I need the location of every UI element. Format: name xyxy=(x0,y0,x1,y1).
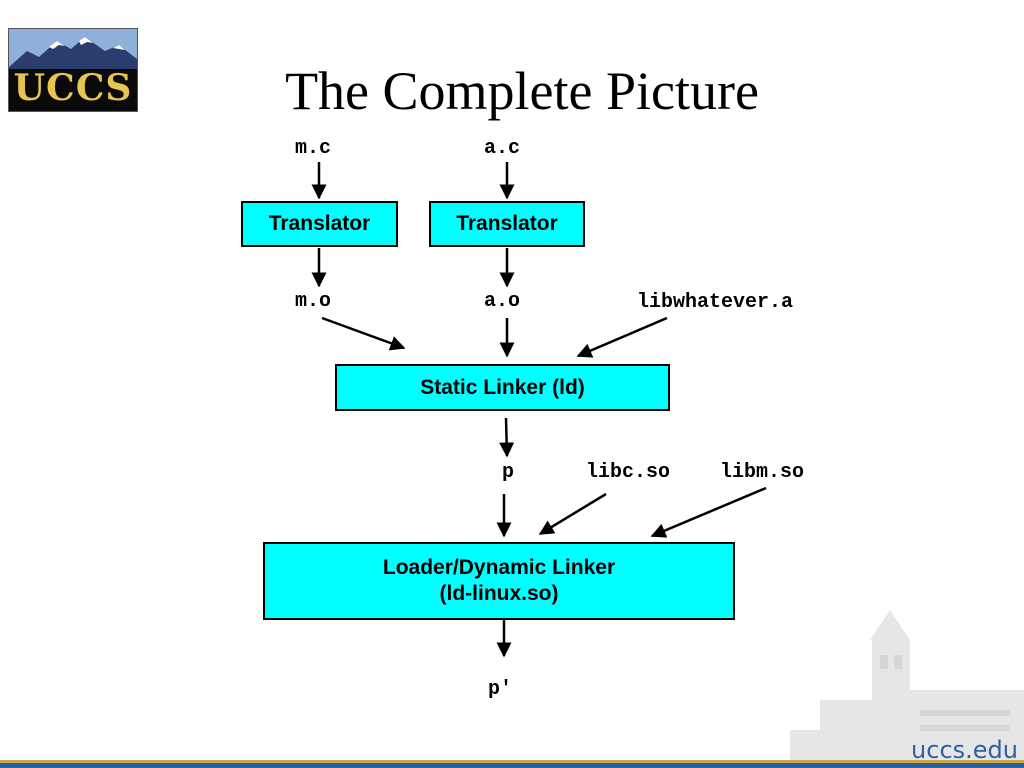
label-libm: libm.so xyxy=(720,461,805,484)
footer-url: uccs.edu xyxy=(911,736,1018,764)
loader-title: Loader/Dynamic Linker xyxy=(382,556,616,579)
label-a-c: a.c xyxy=(484,137,521,160)
slide-title: The Complete Picture xyxy=(285,61,759,121)
loader-subtitle: (ld-linux.so) xyxy=(439,582,559,605)
logo-text: UCCS xyxy=(13,67,133,109)
translator-box-left: Translator xyxy=(241,201,398,247)
arrow-mo-to-linker xyxy=(321,316,406,351)
label-libc: libc.so xyxy=(586,461,671,484)
footer-bar xyxy=(0,760,1024,768)
mountain-icon xyxy=(9,29,137,69)
label-m-c: m.c xyxy=(295,137,332,160)
arrow-libm-to-loader xyxy=(650,486,767,538)
arrow-linker-to-p xyxy=(499,417,515,458)
building-watermark-icon xyxy=(790,610,1024,760)
label-m-o: m.o xyxy=(295,290,332,313)
arrow-libc-to-loader xyxy=(538,492,607,536)
label-a-o: a.o xyxy=(484,290,521,313)
label-p: p xyxy=(502,461,515,484)
static-linker-box: Static Linker (ld) xyxy=(335,364,670,411)
uccs-logo: UCCS xyxy=(8,28,138,112)
loader-box: Loader/Dynamic Linker (ld-linux.so) xyxy=(263,542,735,620)
label-libwhatever: libwhatever.a xyxy=(637,291,794,314)
label-p-prime: p′ xyxy=(488,678,513,701)
translator-box-right: Translator xyxy=(429,201,585,247)
arrow-lib-to-linker xyxy=(576,316,668,358)
